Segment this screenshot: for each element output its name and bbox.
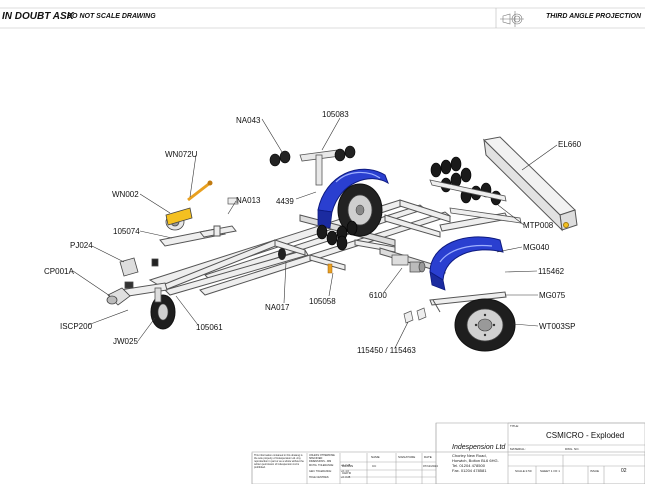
callout-mg040: MG040 bbox=[523, 243, 550, 252]
title-label: TITLE: bbox=[510, 424, 520, 428]
tolerance-general: GEN. TOLERANCE: bbox=[309, 470, 332, 473]
tolerance-holes-value: +0 -0.25 bbox=[341, 476, 351, 479]
roller-bracket bbox=[299, 149, 341, 186]
signature-column: SIGNATURE bbox=[398, 455, 416, 459]
spring-plates bbox=[403, 307, 427, 324]
callout-wn002: WN002 bbox=[112, 190, 139, 199]
bracket-na013 bbox=[227, 197, 239, 205]
projection-symbol-icon bbox=[500, 11, 524, 27]
drawn-name: CC bbox=[372, 464, 377, 468]
callout-iscp200: ISCP200 bbox=[60, 322, 93, 331]
callout-115462: 115462 bbox=[538, 267, 565, 276]
material-label: MATERIAL: bbox=[510, 447, 526, 451]
date-column: DATE bbox=[424, 455, 432, 459]
issue-value: 02 bbox=[621, 468, 627, 474]
leader-lines bbox=[72, 117, 558, 349]
mudguard-stay bbox=[429, 291, 507, 313]
right-wheel bbox=[454, 298, 516, 352]
callout-mtp008: MTP008 bbox=[523, 221, 554, 230]
dwg-no-label: DWG. NO. bbox=[565, 447, 580, 451]
lighting-board bbox=[482, 136, 578, 232]
callout-pj024: PJ024 bbox=[70, 241, 93, 250]
callout-105074: 105074 bbox=[113, 227, 140, 236]
do-not-scale-note: DO NOT SCALE DRAWING bbox=[67, 13, 156, 20]
company-name: Indespension Ltd bbox=[452, 444, 506, 451]
title-block-frame bbox=[251, 422, 645, 484]
drawn-date: 07/11/2024 bbox=[423, 464, 438, 468]
callout-105058: 105058 bbox=[309, 297, 336, 306]
right-mudguard bbox=[429, 236, 504, 291]
callout-el660: EL660 bbox=[558, 140, 582, 149]
callout-cp001a: CP001A bbox=[44, 267, 74, 276]
left-mudguard bbox=[317, 168, 389, 229]
winch-strap bbox=[187, 181, 211, 202]
winch-hook bbox=[207, 180, 213, 186]
callout-6100: 6100 bbox=[369, 291, 387, 300]
coupling-head bbox=[106, 281, 134, 306]
front-rollers bbox=[269, 145, 356, 167]
company-address-2: Horwich, Bolton BL6 6HG. bbox=[452, 458, 499, 463]
projection-note: THIRD ANGLE PROJECTION bbox=[546, 13, 642, 20]
callout-105083: 105083 bbox=[322, 110, 349, 119]
tolerance-header: UNLESS OTHERWISE SPECIFIED: DIMENSIONS -… bbox=[309, 454, 335, 463]
scale-value: SCALE:1:50 bbox=[515, 469, 532, 473]
tolerance-general-value: +0 -1.0 bbox=[341, 470, 349, 473]
callout-jw025: JW025 bbox=[113, 337, 138, 346]
jockey-wheel bbox=[150, 287, 176, 330]
issue-label: ISSUE bbox=[590, 469, 600, 473]
ownership-note: This information contained in this drawi… bbox=[254, 454, 304, 469]
tolerance-machining: MCHG. TOLERANCE: bbox=[309, 464, 334, 467]
jockey-clamp bbox=[119, 257, 159, 277]
name-column: NAME bbox=[371, 455, 380, 459]
winch-post bbox=[159, 225, 237, 247]
company-address-1: Chorley New Road, bbox=[452, 453, 487, 458]
callout-105061: 105061 bbox=[196, 323, 223, 332]
company-tel: Tel. 01204 478500 bbox=[452, 463, 485, 468]
tolerance-machining-value: +0 -0.25 bbox=[341, 464, 351, 467]
checked-label: CHK'D bbox=[342, 471, 352, 475]
in-doubt-ask-note: IN DOUBT ASK bbox=[2, 11, 74, 22]
sheet-value: SHEET 1 OF 1 bbox=[540, 469, 560, 473]
callout-wn072u: WN072U bbox=[165, 150, 198, 159]
roller-na017 bbox=[278, 248, 286, 260]
drawn-label: DRAWN bbox=[342, 464, 354, 468]
left-wheel bbox=[337, 183, 383, 237]
callout-115450-115463: 115450 / 115463 bbox=[357, 346, 416, 355]
callout-na017: NA017 bbox=[265, 303, 290, 312]
winch bbox=[165, 207, 193, 231]
callout-mg075: MG075 bbox=[539, 291, 566, 300]
drawing-title: CSMICRO - Exploded bbox=[546, 431, 625, 440]
orange-marker bbox=[327, 263, 333, 274]
callout-na043: NA043 bbox=[236, 116, 261, 125]
hub-assembly bbox=[391, 254, 426, 273]
callout-wt003sp: WT003SP bbox=[539, 322, 576, 331]
company-fax: Fax. 01204 478581 bbox=[452, 468, 487, 473]
tolerance-holes: HOLE CENTRES: bbox=[309, 476, 330, 479]
callout-na013: NA013 bbox=[236, 196, 261, 205]
callout-4439: 4439 bbox=[276, 197, 294, 206]
